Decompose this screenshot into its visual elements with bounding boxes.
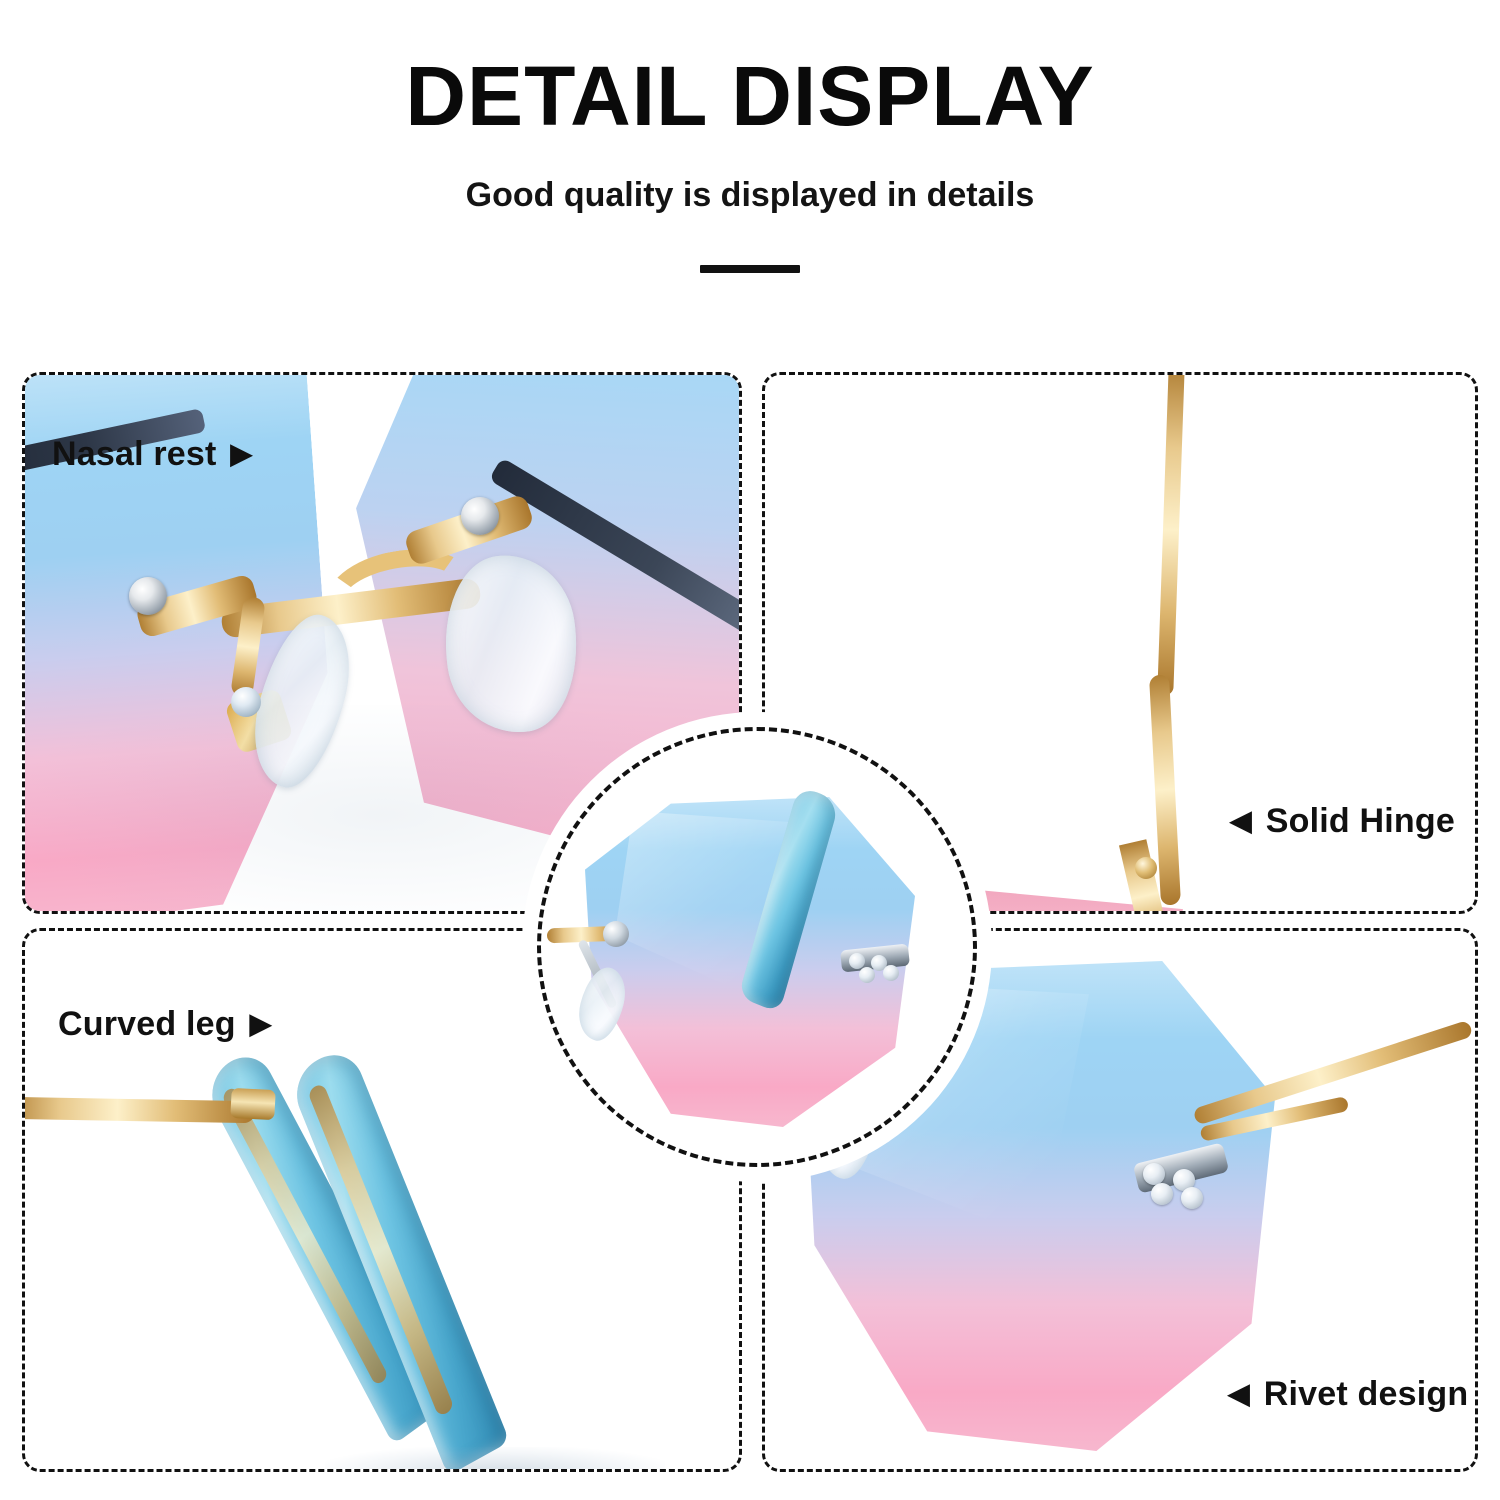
label-nasal-rest: Nasal rest ▶ <box>52 435 252 474</box>
arrow-right-icon: ▶ <box>249 1008 272 1039</box>
label-curved-leg: Curved leg ▶ <box>58 1005 271 1044</box>
label-curved-leg-text: Curved leg <box>58 1005 236 1043</box>
page-subtitle: Good quality is displayed in details <box>465 176 1035 215</box>
nasal-rest-photo <box>25 375 739 911</box>
callout-rivet-2 <box>871 955 887 971</box>
rivet-4 <box>1181 1187 1203 1209</box>
arrow-right-icon: ▶ <box>230 438 253 469</box>
label-nasal-rest-text: Nasal rest <box>52 435 217 473</box>
arrow-left-icon: ◀ <box>1230 805 1252 836</box>
arrow-left-icon: ◀ <box>1228 1378 1250 1409</box>
header: DETAIL DISPLAY Good quality is displayed… <box>0 0 1500 355</box>
rivet-3 <box>1151 1183 1173 1205</box>
temple-ferrule <box>230 1087 276 1121</box>
screw-gem-bridge <box>231 687 261 717</box>
temple-gold-rod <box>25 1096 256 1124</box>
curved-leg-photo <box>25 931 739 1469</box>
callout-rivet-4 <box>883 965 899 981</box>
center-callout[interactable] <box>522 712 992 1182</box>
header-divider <box>700 265 800 274</box>
label-solid-hinge-text: Solid Hinge <box>1265 802 1455 840</box>
label-solid-hinge: ◀ Solid Hinge <box>1230 802 1455 841</box>
temple-arm-upper <box>1157 375 1185 696</box>
callout-dashed-circle <box>537 727 977 1167</box>
screw-right <box>461 497 499 535</box>
rivet-1 <box>1143 1163 1165 1185</box>
callout-end-screw <box>603 921 629 947</box>
page-title: DETAIL DISPLAY <box>405 49 1095 143</box>
screw-left <box>129 577 167 615</box>
hinge-screw <box>1135 857 1157 879</box>
callout-rivet-3 <box>859 967 875 983</box>
label-rivet-design-text: Rivet design <box>1263 1375 1469 1413</box>
label-rivet-design: ◀ Rivet design <box>1228 1375 1468 1414</box>
rivet-2 <box>1173 1169 1195 1191</box>
leg-shadow <box>325 1447 665 1469</box>
callout-rivet-1 <box>849 953 865 969</box>
